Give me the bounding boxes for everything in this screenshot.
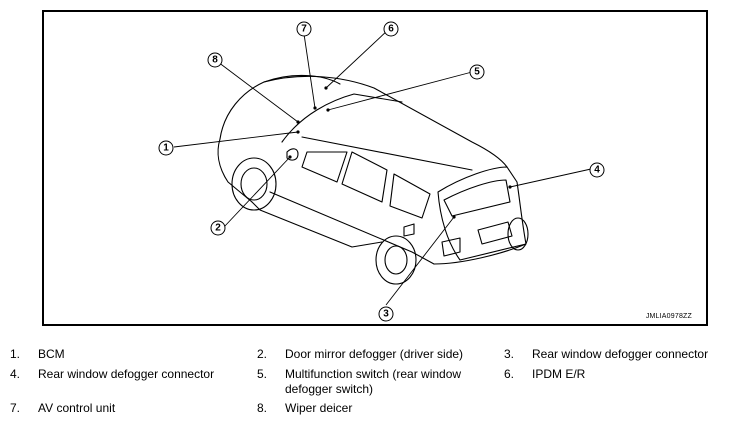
callout-5: 5 [474, 67, 480, 78]
callout-6: 6 [388, 24, 394, 35]
callout-7: 7 [301, 24, 307, 35]
car-rear-wheel [375, 235, 417, 285]
legend-num: 4. [10, 367, 21, 381]
car-side-window-rear [389, 173, 431, 219]
car-door-mirror [286, 148, 299, 161]
car-side-body [269, 191, 435, 265]
car-roof [263, 75, 508, 168]
legend-label: AV control unit [38, 401, 116, 415]
callout-3: 3 [383, 309, 389, 320]
car-rear-plate [477, 221, 513, 245]
legend-num: 3. [504, 347, 515, 361]
legend-num: 1. [10, 347, 21, 361]
legend-num: 8. [257, 401, 268, 415]
callout-2: 2 [215, 223, 221, 234]
car-side-window-front [301, 151, 348, 183]
legend-num: 5. [257, 367, 268, 381]
legend-num: 7. [10, 401, 21, 415]
car-front-wheel [231, 157, 277, 211]
legend-label: Multifunction switch (rear window [285, 367, 462, 381]
callout-1: 1 [163, 143, 169, 154]
legend-label: Wiper deicer [285, 401, 353, 415]
car-rear-hatch [437, 166, 527, 261]
car-side-window-mid [341, 151, 388, 203]
callout-4: 4 [594, 165, 600, 176]
legend-label: Rear window defogger connector [38, 367, 215, 381]
figure-frame: 1 2 3 4 5 6 7 8 JMLIA0978ZZ [42, 10, 708, 326]
car-rear-bumper [433, 243, 527, 265]
legend-num: 2. [257, 347, 268, 361]
legend-label-line2: defogger switch) [285, 382, 374, 396]
vehicle-illustration: 1 2 3 4 5 6 7 8 [158, 21, 605, 322]
legend: 1. BCM 2. Door mirror defogger (driver s… [0, 345, 733, 425]
car-rear-window [443, 179, 511, 217]
car-windshield [281, 93, 403, 143]
callout-8: 8 [212, 55, 218, 66]
legend-label: Rear window defogger connector [532, 347, 709, 361]
legend-num: 6. [504, 367, 515, 381]
car-front-fender [217, 138, 253, 203]
legend-label: Door mirror defogger (driver side) [285, 347, 464, 361]
legend-label: IPDM E/R [532, 367, 586, 381]
figure-code: JMLIA0978ZZ [645, 313, 692, 320]
legend-label: BCM [38, 347, 65, 361]
